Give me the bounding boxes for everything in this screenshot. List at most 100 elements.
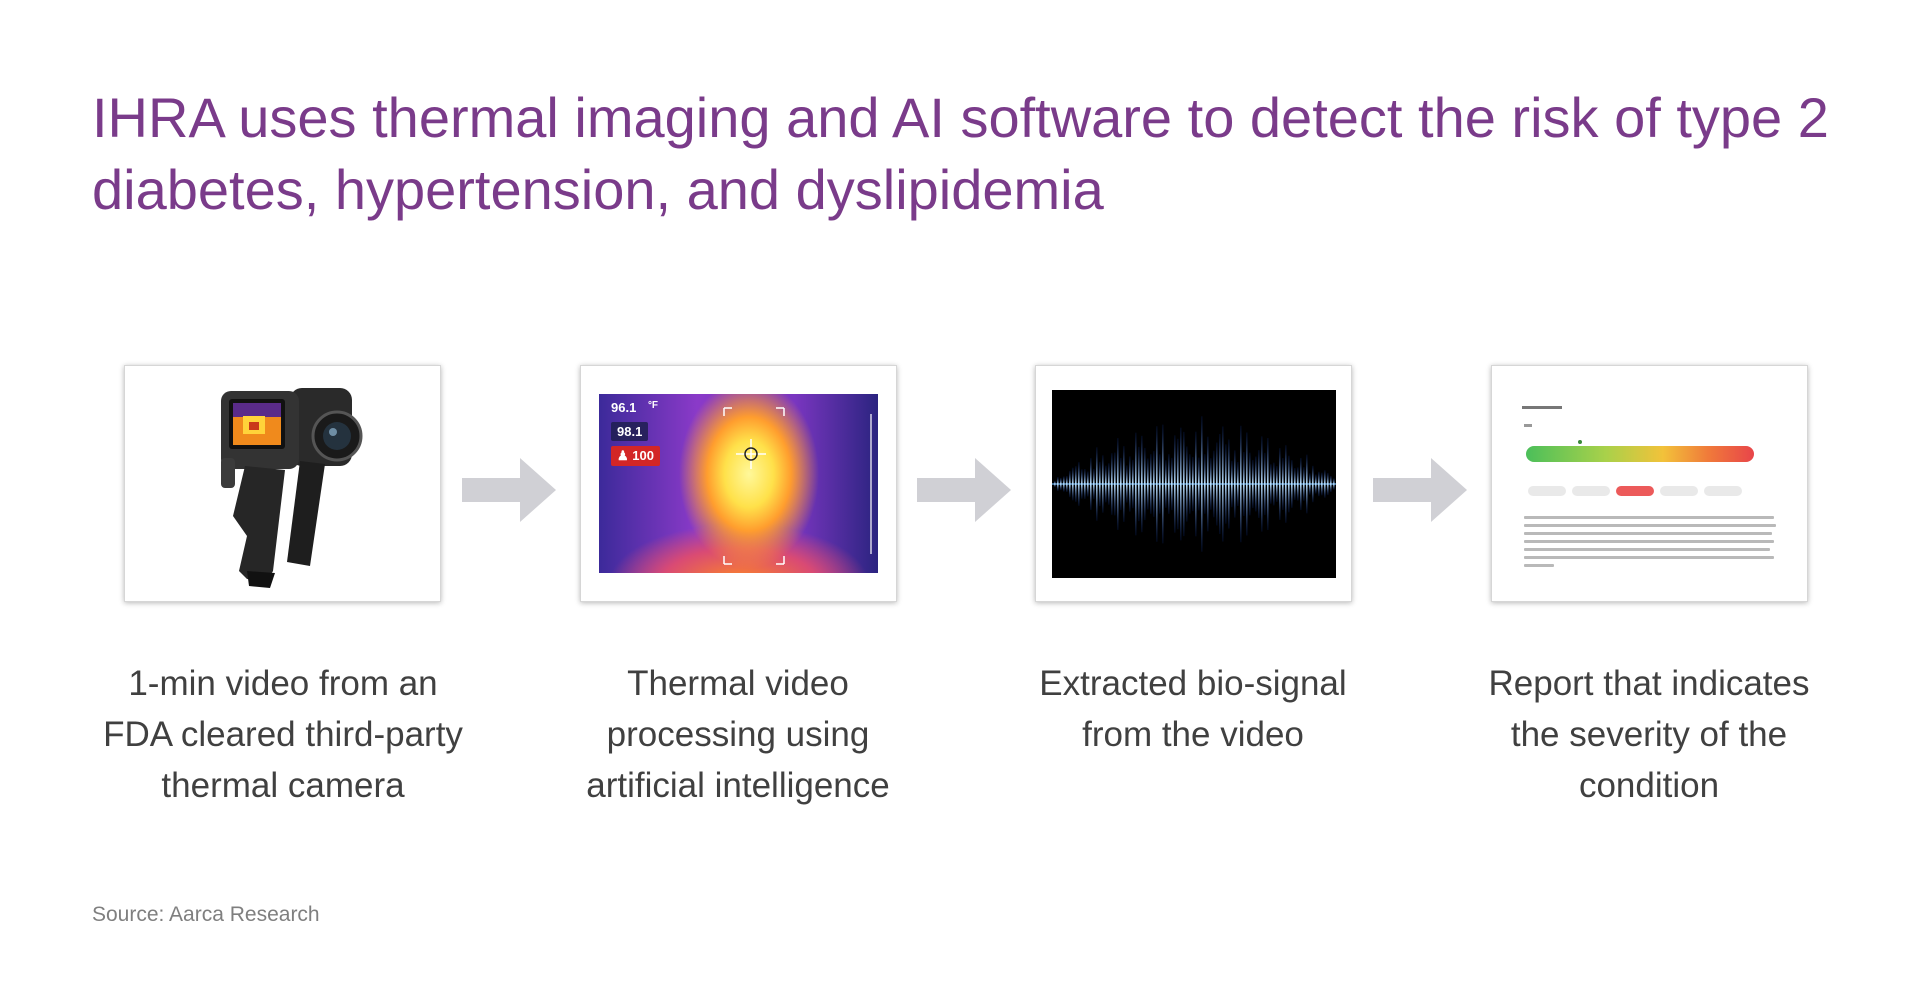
crosshair-icon <box>723 407 872 565</box>
wave-bar <box>1147 458 1149 510</box>
wave-bar <box>1225 444 1227 524</box>
wave-bar <box>1135 432 1137 536</box>
arrow-right-icon-3 <box>1373 458 1467 522</box>
wave-bar <box>1102 455 1104 513</box>
wave-bar <box>1165 460 1167 508</box>
wave-bar <box>1063 476 1065 492</box>
wave-bar <box>1144 447 1146 521</box>
wave-bar <box>1201 416 1203 552</box>
thermal-camera-icon <box>221 388 363 588</box>
wave-bar <box>1138 446 1140 522</box>
bio-signal-wave-icon <box>1052 416 1338 552</box>
wave-bar <box>1204 454 1206 514</box>
wave-bar <box>1174 435 1176 533</box>
wave-bar <box>1288 455 1290 513</box>
step-caption-bio-signal: Extracted bio-signal from the video <box>1039 664 1347 754</box>
wave-bar <box>1198 457 1200 511</box>
wave-bar <box>1312 465 1314 503</box>
wave-bar <box>1090 458 1092 510</box>
step-caption-report: Report that indicates the severity of th… <box>1488 664 1810 805</box>
wave-bar <box>1216 442 1218 526</box>
wave-bar <box>1255 456 1257 512</box>
thermal-face-image: 96.1 °F 98.1 ♟ 100 <box>580 365 897 602</box>
wave-bar <box>1237 461 1239 507</box>
wave-bar <box>1066 476 1068 492</box>
wave-bar <box>1276 466 1278 502</box>
wave-bar <box>1210 458 1212 510</box>
wave-bar <box>1180 427 1182 541</box>
wave-bar <box>1171 457 1173 511</box>
wave-bar <box>1078 462 1080 506</box>
thermal-frame: 96.1 °F 98.1 ♟ 100 <box>599 394 878 573</box>
temperature-readout-top: 96.1 °F <box>611 400 659 415</box>
wave-bar <box>1252 459 1254 509</box>
wave-bar <box>1105 465 1107 503</box>
wave-bar <box>1285 445 1287 523</box>
wave-bar <box>1126 465 1128 503</box>
report-heading <box>1522 406 1562 409</box>
wave-bar <box>1267 437 1269 531</box>
wave-bar <box>1282 458 1284 510</box>
wave-bar <box>1093 468 1095 500</box>
wave-bar <box>1273 462 1275 506</box>
arrow-right-icon-1 <box>462 458 556 522</box>
wave-bar <box>1111 453 1113 515</box>
wave-bar <box>1333 478 1335 490</box>
wave-bar <box>1057 477 1059 491</box>
wave-bar <box>1084 469 1086 499</box>
wave-bar <box>1279 448 1281 520</box>
wave-bar <box>1294 468 1296 500</box>
arrow-right-icon-2 <box>917 458 1011 522</box>
step-caption-processing: Thermal video processing using artificia… <box>586 664 890 805</box>
wave-bar <box>1306 454 1308 514</box>
wave-bar <box>1264 452 1266 516</box>
wave-bar <box>1183 431 1185 537</box>
wave-bar <box>1099 461 1101 507</box>
wave-bar <box>1291 460 1293 508</box>
wave-bar <box>1054 481 1056 487</box>
wave-bar <box>1303 467 1305 501</box>
wave-bar <box>1117 438 1119 530</box>
wave-bar <box>1330 475 1332 493</box>
wave-bar <box>1132 459 1134 509</box>
wave-bar <box>1321 472 1323 496</box>
wave-bar <box>1189 454 1191 514</box>
wave-bar <box>1072 467 1074 501</box>
wave-bar <box>1270 464 1272 504</box>
wave-bar <box>1060 477 1062 491</box>
wave-bar <box>1228 439 1230 529</box>
wave-bar <box>1222 426 1224 542</box>
person-count-badge: ♟ 100 <box>611 446 660 466</box>
wave-bar <box>1075 466 1077 502</box>
wave-bar <box>1069 470 1071 498</box>
temperature-readout-middle: 98.1 <box>611 422 649 441</box>
wave-bar <box>1318 471 1320 497</box>
step-caption-camera: 1-min video from an FDA cleared third-pa… <box>103 664 463 805</box>
wave-bar <box>1108 463 1110 505</box>
wave-bar <box>1186 446 1188 522</box>
wave-bar <box>1207 436 1209 532</box>
severity-gradient-bar <box>1526 446 1754 462</box>
person-icon: ♟ <box>617 448 629 463</box>
wave-bar <box>1159 454 1161 514</box>
wave-bar <box>1162 424 1164 544</box>
wave-bar <box>1300 457 1302 511</box>
wave-bar <box>1234 450 1236 518</box>
wave-bar <box>1324 470 1326 498</box>
wave-bar <box>1153 451 1155 517</box>
wave-bar <box>1195 431 1197 537</box>
severity-marker <box>1578 440 1582 444</box>
wave-bar <box>1129 456 1131 512</box>
source-note: Source: Aarca Research <box>92 903 320 926</box>
wave-bar <box>1219 433 1221 535</box>
wave-bar <box>1249 452 1251 516</box>
wave-bar <box>1081 469 1083 499</box>
page-title: IHRA uses thermal imaging and AI softwar… <box>92 86 1829 221</box>
wave-bar <box>1120 457 1122 511</box>
wave-bar <box>1213 450 1215 518</box>
wave-bar <box>1315 474 1317 494</box>
wave-bar <box>1309 473 1311 495</box>
wave-bar <box>1114 452 1116 516</box>
wave-bar <box>1150 454 1152 514</box>
wave-bar <box>1096 447 1098 521</box>
